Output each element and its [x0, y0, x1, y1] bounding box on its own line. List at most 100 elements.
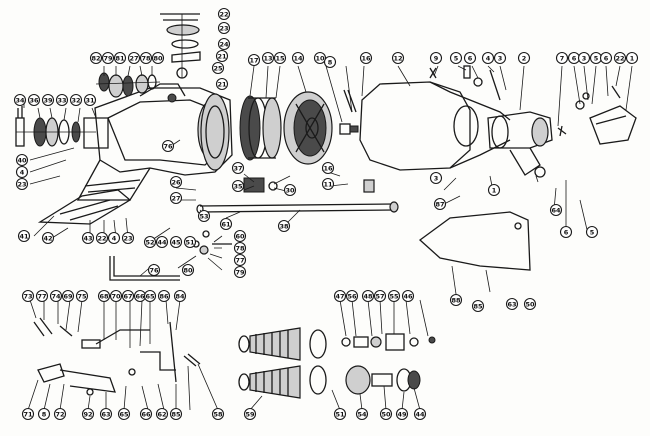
- top-right-small-parts: [429, 65, 501, 101]
- callout-circle: [355, 407, 369, 421]
- callout-number: 5: [594, 54, 599, 62]
- callout-number: 74: [51, 292, 61, 300]
- callout-number: 84: [175, 292, 185, 300]
- callout-c-1b: 1: [487, 183, 501, 197]
- callout-circle: [169, 235, 183, 249]
- callout-circle: [173, 289, 187, 303]
- callout-c-21: 21: [215, 49, 229, 63]
- callout-c-84: 84: [173, 289, 187, 303]
- lower-fin: [37, 189, 132, 225]
- callout-circle: [113, 51, 127, 65]
- callout-c-25a: 25: [211, 61, 225, 75]
- callout-circle: [283, 183, 297, 197]
- callout-number: 51: [335, 410, 345, 418]
- callout-number: 61: [221, 220, 231, 228]
- callout-circle: [15, 177, 29, 191]
- callout-c-15: 15: [273, 51, 287, 65]
- callout-number: 12: [393, 54, 402, 62]
- callout-number: 5: [590, 228, 595, 236]
- propeller-blades: [557, 85, 637, 145]
- callout-c-63: 63: [505, 297, 519, 311]
- callout-circle: [517, 51, 531, 65]
- small-fasteners-center: [192, 230, 232, 255]
- callout-circle: [523, 297, 537, 311]
- callout-number: 1: [630, 54, 635, 62]
- callout-c-39: 39: [41, 93, 55, 107]
- callout-number: 65: [119, 410, 129, 418]
- callout-circle: [599, 51, 613, 65]
- callout-number: 76: [163, 142, 173, 150]
- rubber-boots: [238, 327, 327, 399]
- callout-c-76a: 76: [161, 139, 175, 153]
- shift-rod: [196, 201, 399, 214]
- callout-c-35: 35: [231, 179, 245, 193]
- callout-c-6b: 6: [567, 51, 581, 65]
- callout-number: 57: [375, 292, 384, 300]
- callout-c-53: 53: [197, 209, 211, 223]
- callout-c-85b: 85: [169, 407, 183, 421]
- callout-c-1: 1: [625, 51, 639, 65]
- callout-number: 8: [328, 58, 333, 66]
- spline-sleeve: [243, 177, 375, 193]
- callout-number: 38: [279, 222, 289, 230]
- impeller-gear: [283, 91, 333, 165]
- callout-number: 47: [335, 292, 344, 300]
- callout-number: 43: [83, 234, 92, 242]
- callout-c-71: 71: [21, 407, 35, 421]
- callout-c-55: 55: [387, 289, 401, 303]
- callout-number: 78: [235, 244, 245, 252]
- callout-number: 79: [235, 268, 245, 276]
- callout-number: 6: [572, 54, 577, 62]
- callout-circle: [215, 49, 229, 63]
- callout-circle: [449, 51, 463, 65]
- callout-c-50b: 50: [379, 407, 393, 421]
- callout-circle: [401, 289, 415, 303]
- callout-number: 41: [19, 232, 29, 240]
- callout-circle: [155, 235, 169, 249]
- callout-number: 86: [159, 292, 169, 300]
- callout-circle: [625, 51, 639, 65]
- callout-c-3b: 3: [577, 51, 591, 65]
- callout-c-80a: 80: [151, 51, 165, 65]
- callout-number: 4: [486, 54, 491, 62]
- callout-circle: [143, 235, 157, 249]
- callout-number: 70: [111, 292, 121, 300]
- callout-c-6c: 6: [599, 51, 613, 65]
- callout-number: 49: [397, 410, 407, 418]
- callout-circle: [27, 93, 41, 107]
- callout-number: 21: [217, 80, 227, 88]
- callout-number: 3: [582, 54, 587, 62]
- callout-circle: [143, 289, 157, 303]
- callout-circle: [99, 407, 113, 421]
- callout-c-87: 87: [433, 197, 447, 211]
- callout-number: 77: [235, 256, 244, 264]
- callout-number: 23: [17, 180, 26, 188]
- callout-number: 21: [217, 52, 227, 60]
- callout-number: 45: [171, 238, 181, 246]
- callout-circle: [211, 61, 225, 75]
- callout-circle: [613, 51, 627, 65]
- callout-circle: [169, 407, 183, 421]
- callout-c-65b: 65: [117, 407, 131, 421]
- callout-circle: [197, 209, 211, 223]
- callout-c-22a: 22: [217, 7, 231, 21]
- callout-circle: [181, 263, 195, 277]
- callout-c-92: 92: [81, 407, 95, 421]
- callout-c-81: 81: [113, 51, 127, 65]
- callout-number: 23: [123, 234, 132, 242]
- callout-number: 44: [415, 410, 425, 418]
- callout-c-69: 69: [61, 289, 75, 303]
- callout-c-44b: 44: [413, 407, 427, 421]
- callout-circle: [233, 229, 247, 243]
- callout-circle: [429, 51, 443, 65]
- callout-c-30: 30: [283, 183, 297, 197]
- callout-circle: [493, 51, 507, 65]
- callout-number: 16: [361, 54, 371, 62]
- callout-circle: [233, 253, 247, 267]
- callout-number: 63: [507, 300, 516, 308]
- callout-circle: [15, 153, 29, 167]
- callout-number: 39: [43, 96, 53, 104]
- callout-circle: [75, 289, 89, 303]
- callout-c-58: 58: [211, 407, 225, 421]
- top-small-parts: [160, 13, 201, 79]
